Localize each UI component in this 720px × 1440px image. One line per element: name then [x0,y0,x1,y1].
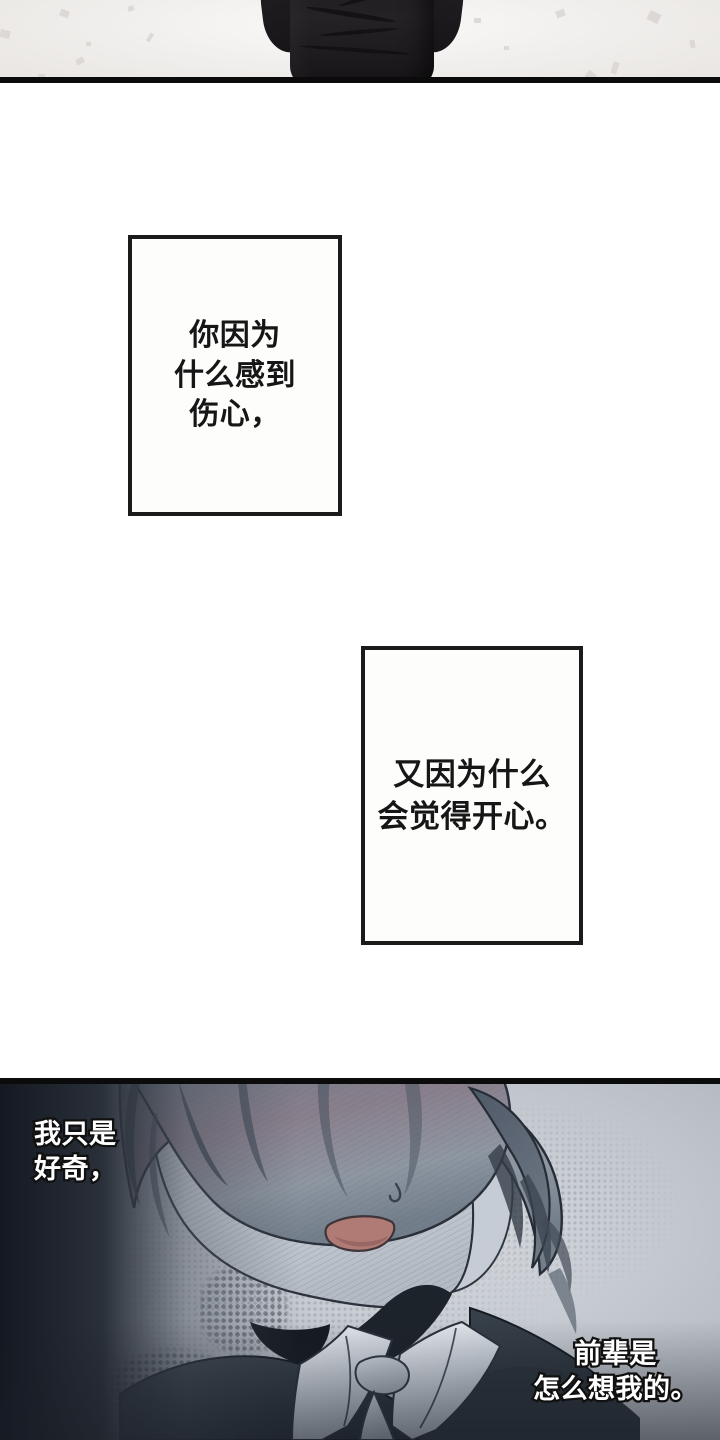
nose [388,1182,402,1203]
hair-tuft [488,1144,524,1248]
caption-box-1: 你因为 什么感到 伤心， [128,235,342,516]
background-speck [86,42,91,46]
hair-strand [404,1078,422,1196]
shirt [290,0,434,83]
caption-box-2: 又因为什么 会觉得开心。 [361,646,583,945]
fabric-fold [319,26,399,38]
hair-side-right [467,1086,551,1269]
background-speck [474,18,481,23]
dialogue-left-lines: 我只是 好奇， [32,1117,118,1187]
panel-vignette-bottom [0,1320,720,1440]
hair-tuft [520,1174,552,1274]
mouth-inner [334,1236,388,1247]
panel-bottom [0,1078,720,1440]
fabric-fold [299,44,411,56]
hair-strand [317,1078,348,1198]
figure-torso [257,0,469,83]
panel-middle [0,89,720,1078]
hair-tip [548,1268,577,1334]
hair-tuft [540,1218,572,1292]
fabric-fold [306,4,396,25]
fabric-fold [338,0,394,8]
caption-box-2-text: 又因为什么 会觉得开心。 [377,757,567,834]
dialogue-right-lines: 前辈是 怎么想我的。 [531,1337,700,1407]
dialogue-text-right: 前辈是 怎么想我的。 [531,1337,700,1407]
dialogue-text-left: 我只是 好奇， [32,1117,118,1187]
panel-divider-top [0,77,720,83]
background-speck [38,74,45,79]
panel-divider-bottom [0,1078,720,1084]
caption-box-1-text: 你因为 什么感到 伤心， [174,318,296,432]
panel-top [0,0,720,83]
background-speck [504,46,509,50]
